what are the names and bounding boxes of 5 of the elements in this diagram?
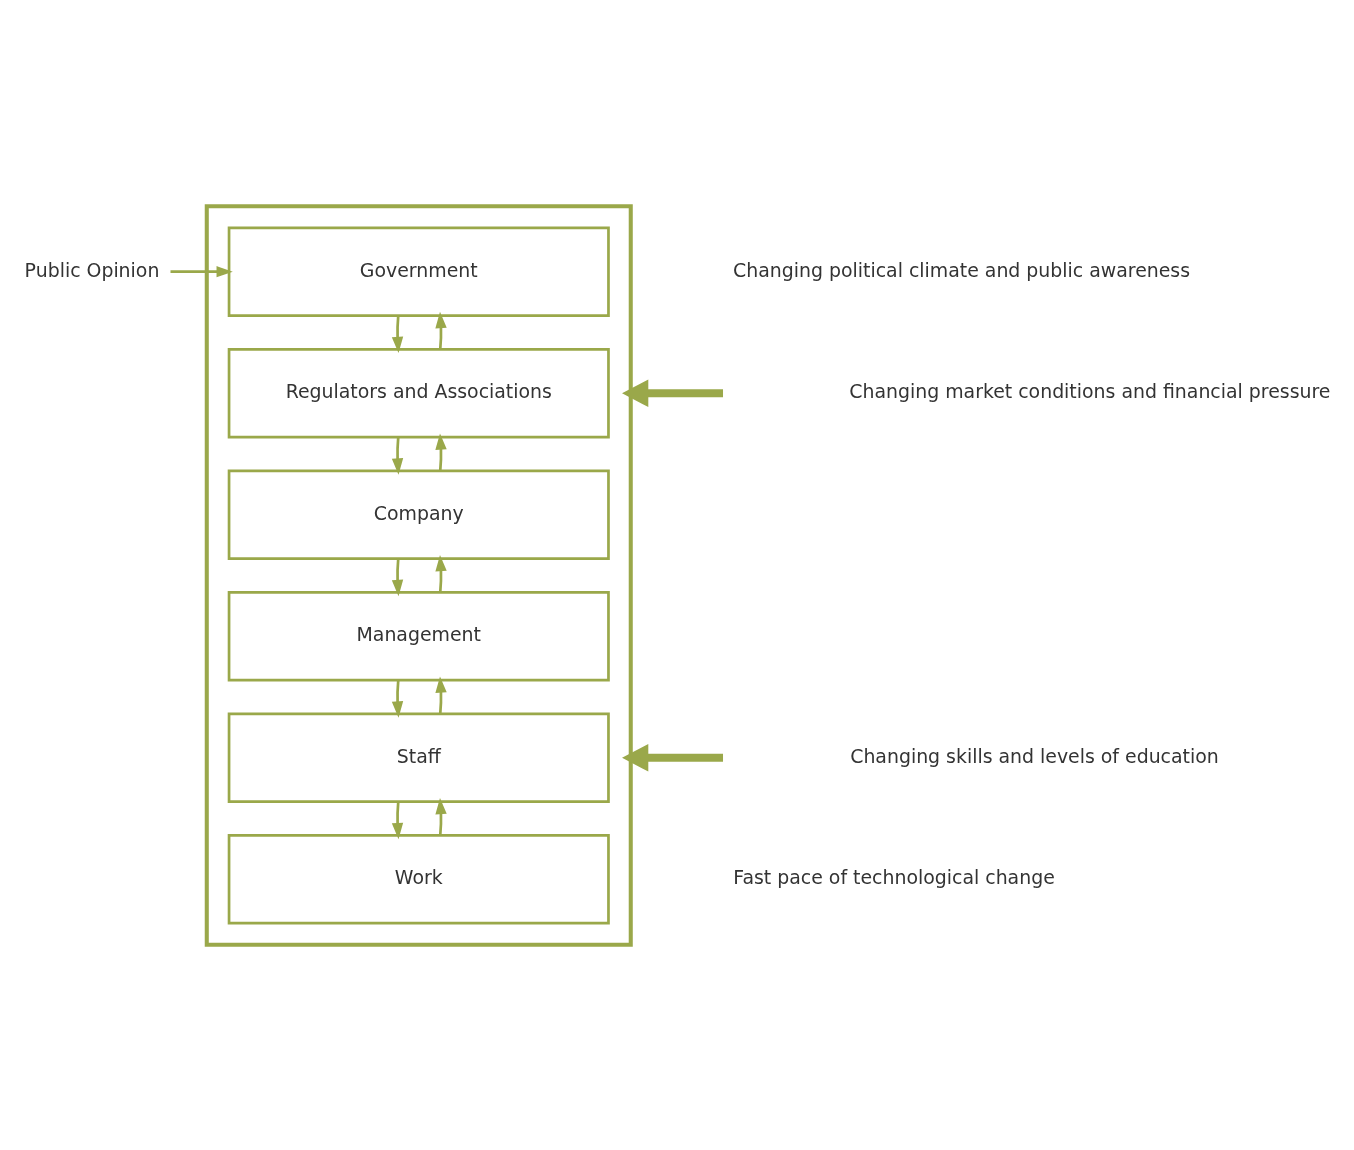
node-text: Public Opinion bbox=[24, 258, 160, 281]
label: Changing political climate and public awareness bbox=[733, 258, 1191, 281]
label: Fast pace of technological change bbox=[733, 865, 1055, 888]
label: Changing skills and levels of education bbox=[850, 744, 1219, 767]
label: Changing market conditions and financial pressure bbox=[849, 379, 1331, 402]
